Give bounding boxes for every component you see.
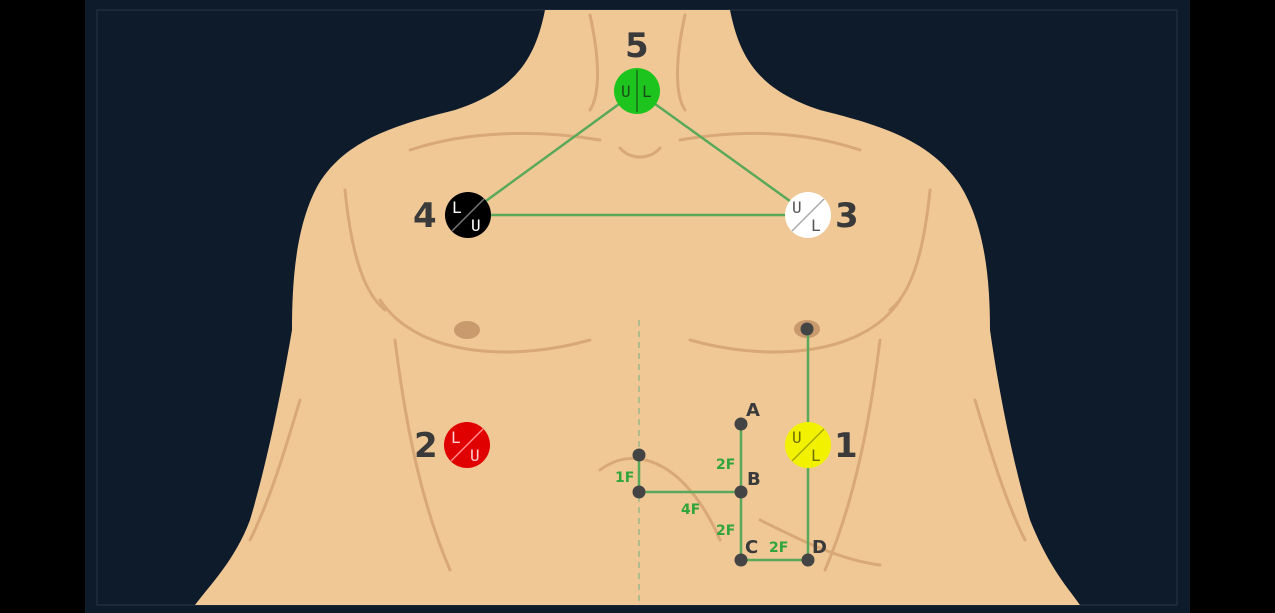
- distance-b-to-c: 2F: [716, 523, 735, 539]
- landmark-b-label: B: [747, 469, 761, 490]
- distance-vertical-mid: 1F: [615, 470, 634, 486]
- measurement-path: [637, 424, 743, 494]
- electrode-4: L U 4: [413, 192, 491, 238]
- electrode-2-bottom-letter: U: [470, 446, 480, 465]
- electrode-2-top-letter: L: [451, 428, 461, 447]
- electrode-3-divider: [791, 198, 825, 232]
- dot-d: [801, 553, 815, 567]
- torso-body: [195, 10, 1080, 605]
- electrode-1-bottom-letter: L: [811, 446, 821, 465]
- right-letterbox: [1190, 0, 1275, 613]
- dot-a: [734, 417, 748, 431]
- dot-top-left: [632, 448, 646, 462]
- distance-a-to-b: 2F: [716, 457, 735, 473]
- electrode-4-number: 4: [413, 196, 437, 236]
- electrode-4-bottom-letter: U: [471, 216, 481, 235]
- electrode-3-bottom-letter: L: [811, 216, 821, 235]
- dot-bottom-left: [632, 485, 646, 499]
- electrode-1: U L 1: [785, 422, 858, 468]
- nipple-dot: [800, 322, 814, 336]
- landmark-dots: [632, 322, 815, 567]
- electrode-3-number: 3: [835, 196, 859, 236]
- electrode-4-top-letter: L: [452, 198, 462, 217]
- electrode-5-top-letter: U: [621, 82, 631, 101]
- left-nipple: [454, 321, 480, 339]
- landmark-c-label: C: [745, 537, 758, 558]
- landmark-a-label: A: [746, 400, 760, 421]
- electrode-1-divider: [791, 428, 825, 462]
- electrode-2-number: 2: [414, 426, 438, 466]
- electrode-5-number: 5: [625, 26, 649, 66]
- electrode-2: L U 2: [414, 422, 490, 468]
- electrode-5-bottom-letter: L: [642, 82, 652, 101]
- electrode-1-number: 1: [834, 426, 858, 466]
- electrode-4-divider: [451, 198, 485, 232]
- left-letterbox: [0, 0, 85, 613]
- dot-b: [734, 485, 748, 499]
- electrode-5: U L 5: [614, 26, 660, 114]
- electrode-3-top-letter: U: [792, 198, 802, 217]
- distance-horizontal-mid: 4F: [681, 502, 700, 518]
- line-5-to-3: [636, 89, 809, 216]
- distance-c-to-d: 2F: [769, 540, 788, 556]
- electrode-2-divider: [450, 428, 484, 462]
- electrode-3: U L 3: [785, 192, 859, 238]
- electrode-1-top-letter: U: [792, 428, 802, 447]
- dot-c: [734, 553, 748, 567]
- landmark-d-label: D: [812, 537, 827, 558]
- line-5-to-4: [467, 89, 638, 216]
